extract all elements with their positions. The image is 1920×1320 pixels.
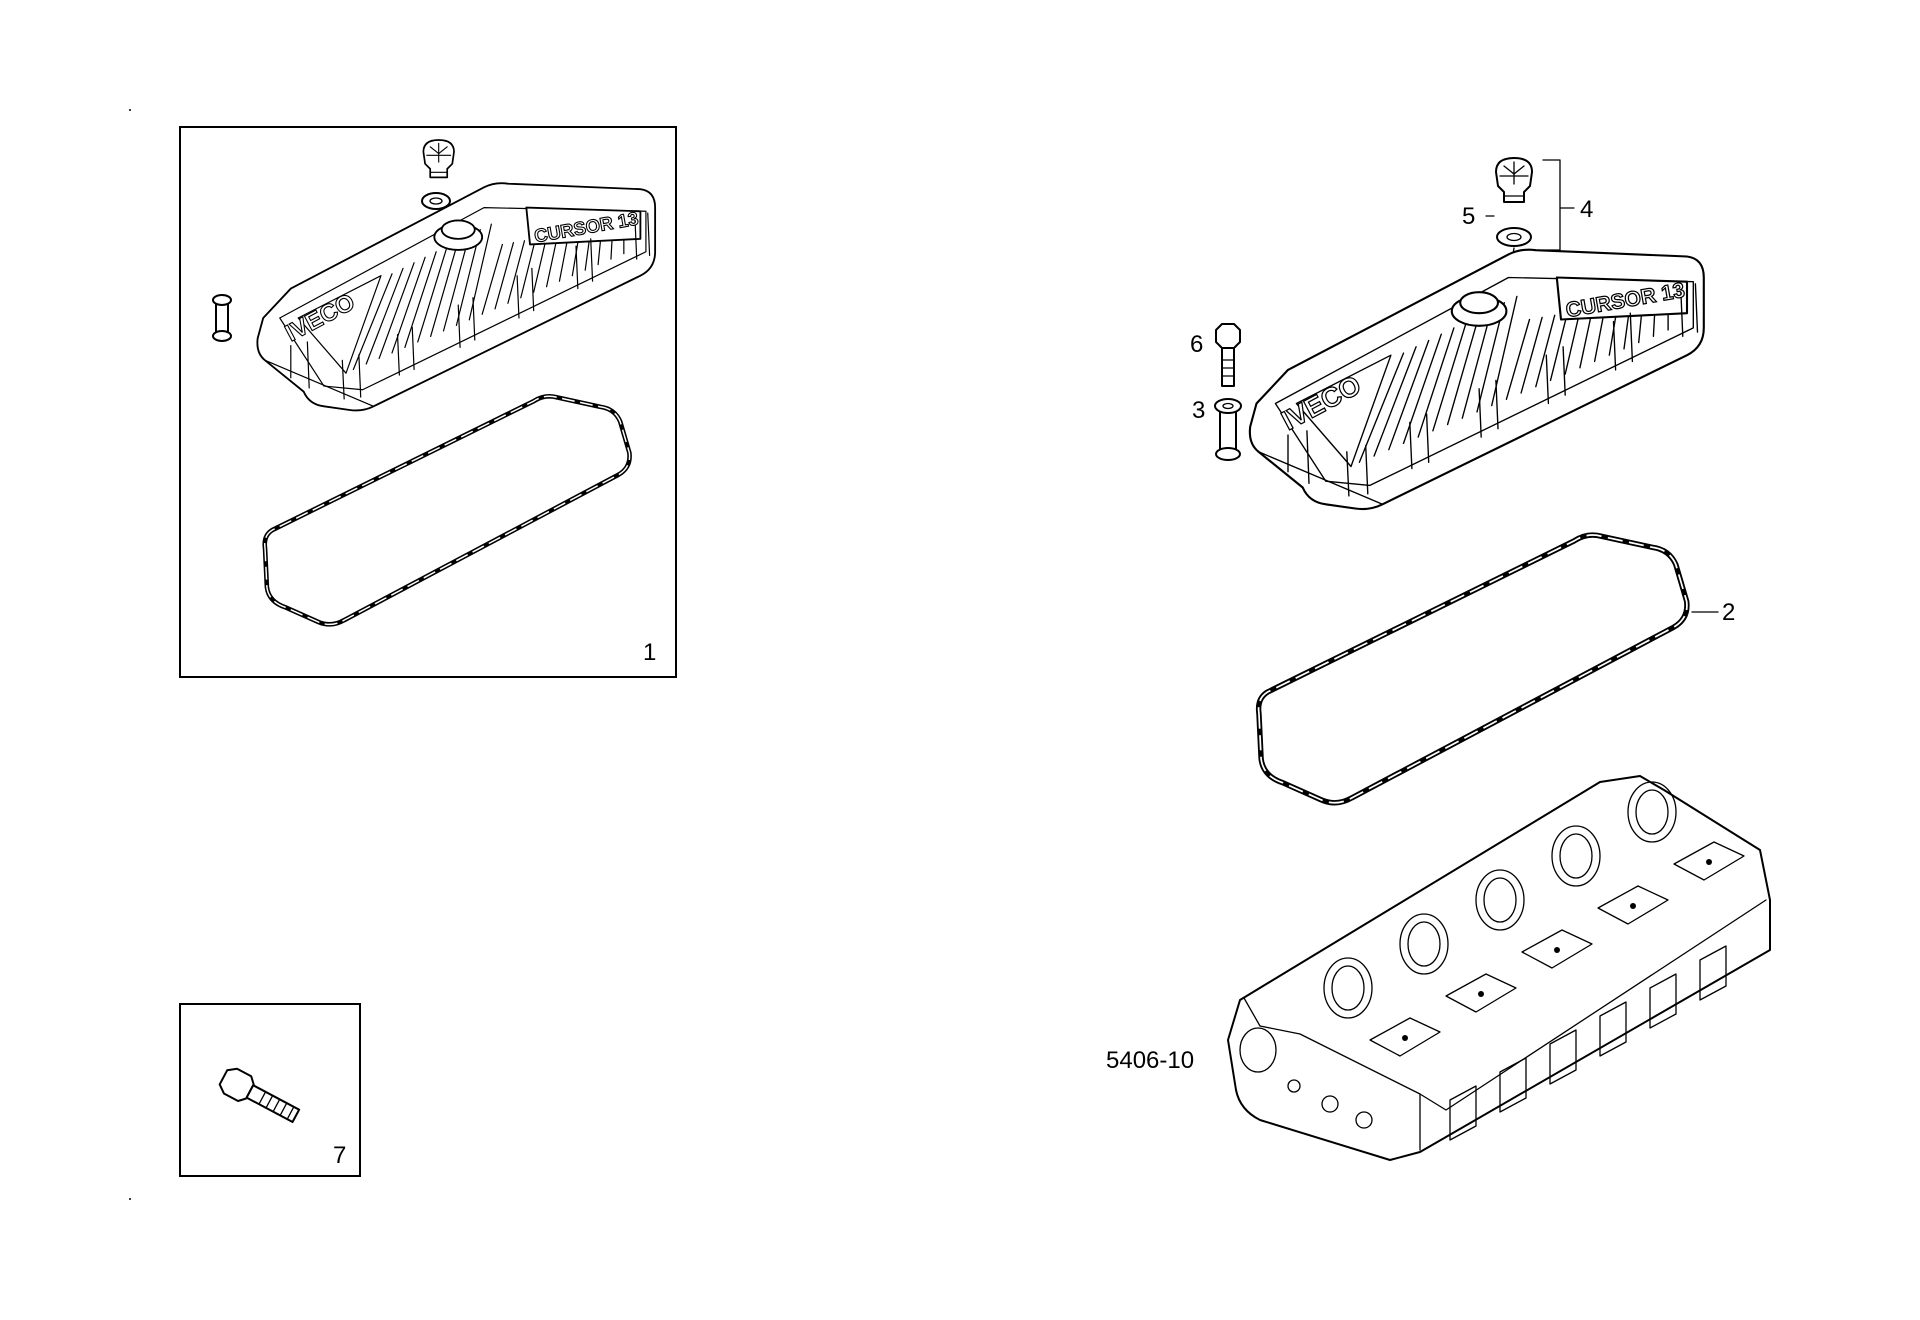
kit-1-oil-cap bbox=[422, 139, 455, 179]
callout-3: 3 bbox=[1192, 397, 1205, 424]
bracket-4 bbox=[1542, 159, 1575, 251]
diagram-reference-number: 5406-10 bbox=[1106, 1047, 1194, 1074]
oil-cap bbox=[1495, 157, 1533, 203]
kit-1-gasket bbox=[265, 396, 630, 624]
page-mark-top bbox=[129, 109, 131, 111]
kit-1-frame bbox=[179, 126, 677, 678]
callout-6: 6 bbox=[1190, 331, 1203, 358]
seal-ring bbox=[1496, 227, 1532, 247]
callout-5: 5 bbox=[1462, 203, 1475, 230]
kit-7-frame bbox=[179, 1003, 361, 1177]
screw bbox=[1215, 323, 1241, 387]
callout-4: 4 bbox=[1580, 196, 1593, 223]
callout-2: 2 bbox=[1722, 599, 1735, 626]
kit-1-spacer bbox=[212, 294, 232, 342]
spacer bbox=[1214, 398, 1242, 461]
gasket bbox=[1259, 535, 1687, 803]
callout-1: 1 bbox=[643, 639, 656, 666]
cylinder-head bbox=[1227, 775, 1771, 1161]
kit-7-bolt bbox=[218, 1067, 301, 1124]
page-mark-bottom bbox=[129, 1198, 131, 1200]
callout-7: 7 bbox=[333, 1142, 346, 1169]
kit-1-seal-ring bbox=[421, 192, 451, 210]
